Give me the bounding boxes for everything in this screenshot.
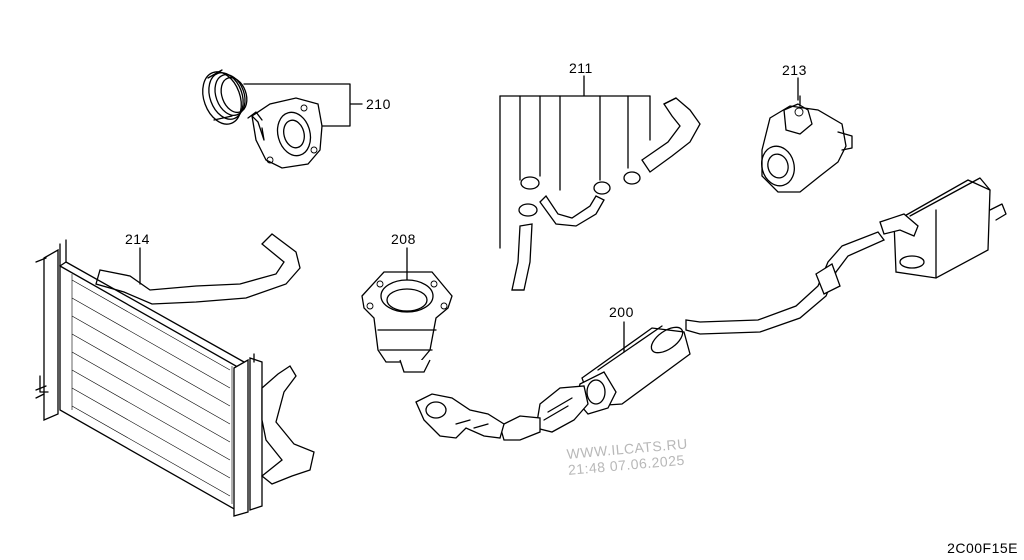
radiator-assembly[interactable] (35, 233, 315, 517)
leader-211 (499, 75, 651, 249)
part-label-213[interactable]: 213 (782, 62, 807, 78)
leader-210 (243, 83, 363, 127)
part-label-208[interactable]: 208 (391, 231, 416, 247)
exhaust-system[interactable] (415, 177, 1007, 441)
catalytic-converter[interactable] (361, 271, 453, 373)
egr-valve[interactable] (757, 95, 853, 193)
part-label-214[interactable]: 214 (125, 231, 150, 247)
part-label-210[interactable]: 210 (366, 96, 391, 112)
hose-set[interactable] (511, 97, 701, 291)
diagram-code: 2C00F15E (947, 540, 1018, 556)
part-label-211[interactable]: 211 (569, 60, 593, 76)
part-label-200[interactable]: 200 (609, 304, 634, 320)
water-pump-assembly[interactable] (196, 66, 323, 169)
